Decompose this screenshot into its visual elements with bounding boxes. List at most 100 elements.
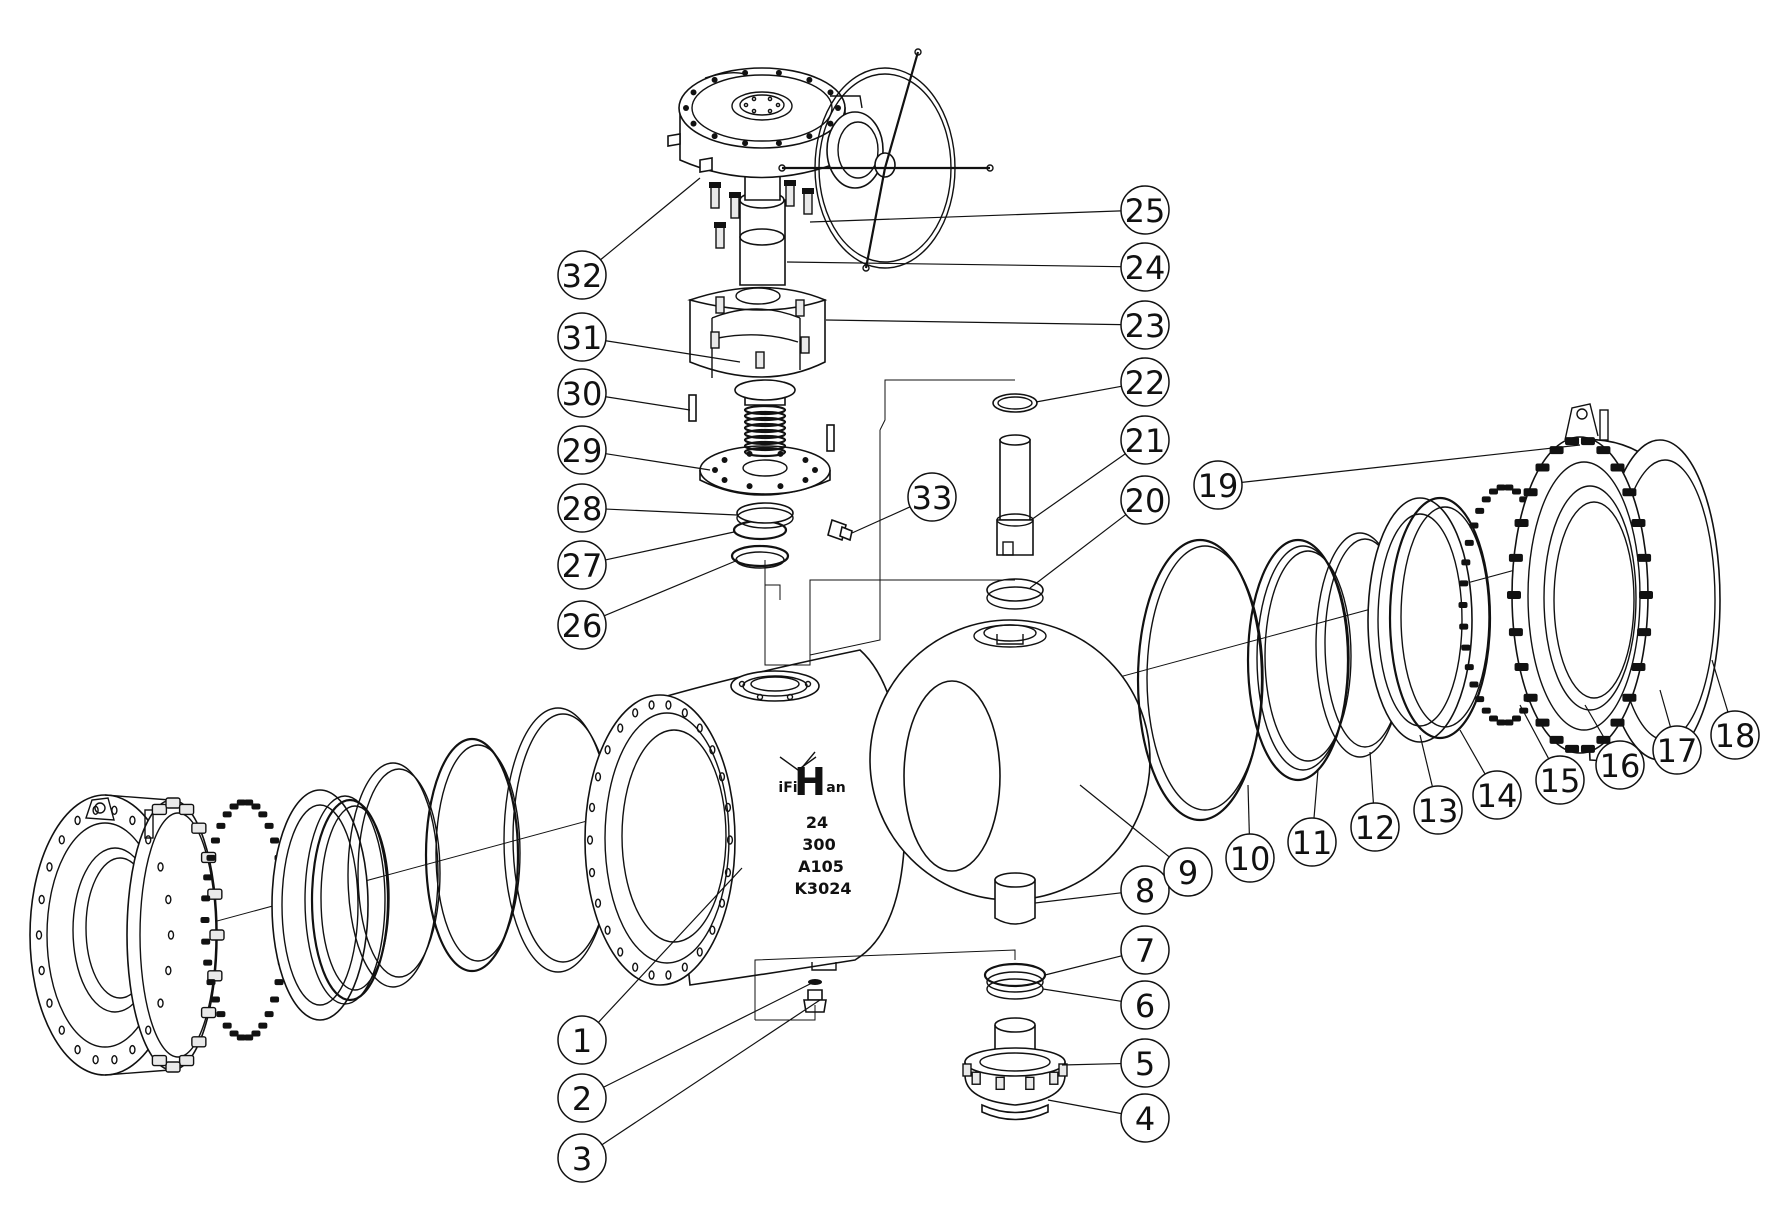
callout-25: 25 bbox=[1120, 185, 1170, 235]
callout-circle-1 bbox=[557, 1015, 607, 1065]
callout-label-3: 3 bbox=[572, 1140, 592, 1178]
callout-circle-2 bbox=[557, 1073, 607, 1123]
pin-left bbox=[688, 394, 697, 422]
gland-ring-28 bbox=[736, 502, 794, 524]
callout-label-13: 13 bbox=[1418, 792, 1459, 830]
callout-22: 22 bbox=[1120, 357, 1170, 407]
callout-15: 15 bbox=[1535, 755, 1585, 805]
callout-label-4: 4 bbox=[1135, 1100, 1155, 1138]
callout-label-17: 17 bbox=[1657, 732, 1698, 770]
callout-circle-15 bbox=[1535, 755, 1585, 805]
callout-label-11: 11 bbox=[1292, 824, 1333, 862]
callout-3: 3 bbox=[557, 1133, 607, 1183]
callout-label-32: 32 bbox=[562, 257, 603, 295]
callout-6: 6 bbox=[1120, 980, 1170, 1030]
callout-leader-30 bbox=[605, 396, 691, 411]
callout-label-30: 30 bbox=[562, 375, 603, 413]
callout-31: 31 bbox=[557, 312, 607, 362]
callout-label-16: 16 bbox=[1600, 747, 1641, 785]
callout-label-29: 29 bbox=[562, 432, 603, 470]
right-end-flange bbox=[1507, 403, 1721, 762]
callout-33: 33 bbox=[907, 472, 957, 522]
callout-leader-17 bbox=[1659, 689, 1672, 728]
drain-plug bbox=[803, 979, 827, 1013]
callout-13: 13 bbox=[1413, 785, 1463, 835]
callout-leader-13 bbox=[1419, 734, 1433, 787]
callout-11: 11 bbox=[1287, 817, 1337, 867]
callout-label-19: 19 bbox=[1198, 467, 1239, 505]
callout-leader-4 bbox=[1047, 1099, 1122, 1115]
callout-10: 10 bbox=[1225, 833, 1275, 883]
callout-12: 12 bbox=[1350, 802, 1400, 852]
callout-label-8: 8 bbox=[1135, 872, 1155, 910]
callout-label-9: 9 bbox=[1178, 854, 1198, 892]
callout-label-23: 23 bbox=[1125, 307, 1166, 345]
callout-leader-5 bbox=[1061, 1062, 1122, 1066]
callout-1: 1 bbox=[557, 1015, 607, 1065]
callout-leader-26 bbox=[603, 559, 739, 617]
callout-circle-21 bbox=[1120, 415, 1170, 465]
mounting-bracket bbox=[687, 286, 828, 378]
callout-circle-26 bbox=[557, 600, 607, 650]
callout-circle-31 bbox=[557, 312, 607, 362]
callout-leader-8 bbox=[1034, 892, 1122, 904]
right-seat-ring bbox=[1367, 496, 1492, 743]
callout-label-15: 15 bbox=[1540, 762, 1581, 800]
callout-leader-2 bbox=[603, 981, 815, 1088]
callout-circle-18 bbox=[1710, 710, 1760, 760]
callout-leader-29 bbox=[605, 453, 711, 471]
callout-label-12: 12 bbox=[1355, 809, 1396, 847]
callout-circle-23 bbox=[1120, 300, 1170, 350]
logo-right-text: an bbox=[826, 780, 845, 796]
left-seat-ring bbox=[271, 789, 390, 1021]
body-marking: iFi H an 24 300 A105 K3024 bbox=[778, 751, 852, 898]
callout-circle-32 bbox=[557, 250, 607, 300]
callout-circle-20 bbox=[1120, 475, 1170, 525]
right-o-ring-10 bbox=[1136, 538, 1264, 822]
callout-30: 30 bbox=[557, 368, 607, 418]
callout-label-7: 7 bbox=[1135, 932, 1155, 970]
callout-circle-7 bbox=[1120, 925, 1170, 975]
callout-label-28: 28 bbox=[562, 490, 603, 528]
pin-right bbox=[826, 424, 835, 452]
callout-leader-20 bbox=[1029, 514, 1127, 589]
callout-label-26: 26 bbox=[562, 607, 603, 645]
side-plug bbox=[827, 518, 853, 542]
callout-circle-33 bbox=[907, 472, 957, 522]
callout-29: 29 bbox=[557, 425, 607, 475]
callout-16: 16 bbox=[1595, 740, 1645, 790]
callout-label-27: 27 bbox=[562, 547, 603, 585]
callout-label-18: 18 bbox=[1715, 717, 1756, 755]
callout-label-5: 5 bbox=[1135, 1045, 1155, 1083]
marking-line-4: K3024 bbox=[795, 879, 852, 898]
marking-line-3: A105 bbox=[798, 857, 844, 876]
callout-4: 4 bbox=[1120, 1093, 1170, 1143]
callout-17: 17 bbox=[1652, 725, 1702, 775]
callout-circle-10 bbox=[1225, 833, 1275, 883]
callout-label-33: 33 bbox=[912, 479, 953, 517]
callout-24: 24 bbox=[1120, 242, 1170, 292]
left-o-ring-a bbox=[347, 762, 439, 988]
callout-circle-22 bbox=[1120, 357, 1170, 407]
callout-9: 9 bbox=[1163, 847, 1213, 897]
callout-21: 21 bbox=[1120, 415, 1170, 465]
callout-leaders bbox=[597, 177, 1729, 1146]
callout-circle-14 bbox=[1472, 770, 1522, 820]
callout-circle-5 bbox=[1120, 1038, 1170, 1088]
callout-8: 8 bbox=[1120, 865, 1170, 915]
callout-leader-6 bbox=[1042, 988, 1122, 1002]
callout-circle-16 bbox=[1595, 740, 1645, 790]
callout-leader-16 bbox=[1584, 704, 1609, 745]
callout-leader-1 bbox=[597, 867, 743, 1023]
stem bbox=[996, 434, 1034, 556]
callout-leader-12 bbox=[1369, 751, 1375, 804]
callout-circle-19 bbox=[1193, 460, 1243, 510]
callout-2: 2 bbox=[557, 1073, 607, 1123]
callout-circle-24 bbox=[1120, 242, 1170, 292]
callout-5: 5 bbox=[1120, 1038, 1170, 1088]
callout-circle-3 bbox=[557, 1133, 607, 1183]
callout-circle-11 bbox=[1287, 817, 1337, 867]
assembly-guide-line-stem bbox=[879, 379, 1015, 431]
